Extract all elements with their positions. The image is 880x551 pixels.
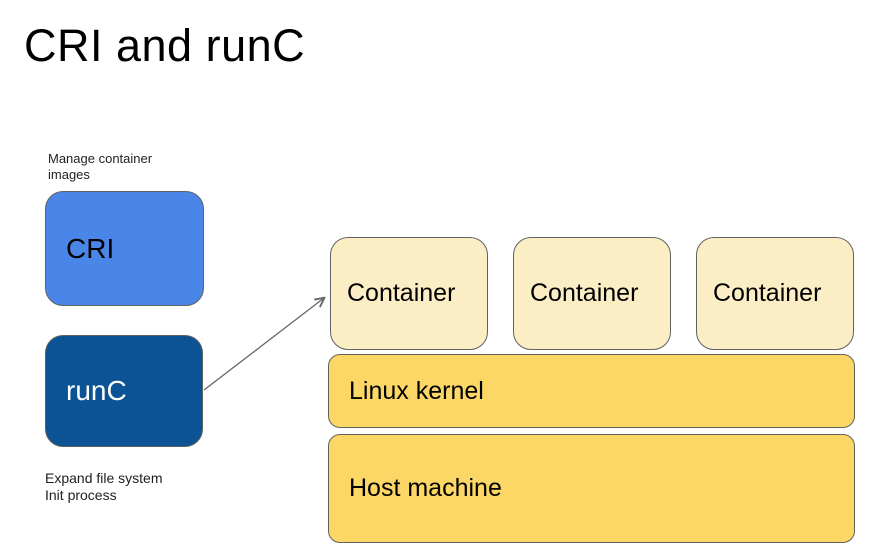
cri-annotation-line-2: images [48, 167, 90, 182]
runc-box-label: runC [66, 375, 127, 406]
host-machine-label: Host machine [349, 474, 502, 502]
host-machine-layer: Host machine [328, 434, 855, 543]
cri-annotation-line-1: Manage container [48, 151, 153, 166]
container-box-1: Container [330, 237, 488, 350]
container-box-2-label: Container [530, 279, 639, 307]
runc-annotation-line-1: Expand file system [45, 470, 163, 486]
container-box-3-label: Container [713, 279, 822, 307]
linux-kernel-label: Linux kernel [349, 376, 484, 405]
runc-annotation-line-2: Init process [45, 487, 117, 503]
slide-title: CRI and runC [24, 20, 306, 71]
container-box-2: Container [513, 237, 671, 350]
runc-box: runC [45, 335, 203, 447]
container-box-3: Container [696, 237, 854, 350]
cri-annotation: Manage container images [48, 151, 152, 183]
container-box-1-label: Container [347, 279, 456, 307]
linux-kernel-layer: Linux kernel [328, 354, 855, 428]
cri-box: CRI [45, 191, 204, 306]
runc-annotation: Expand file system Init process [45, 470, 163, 504]
cri-box-label: CRI [66, 232, 115, 264]
